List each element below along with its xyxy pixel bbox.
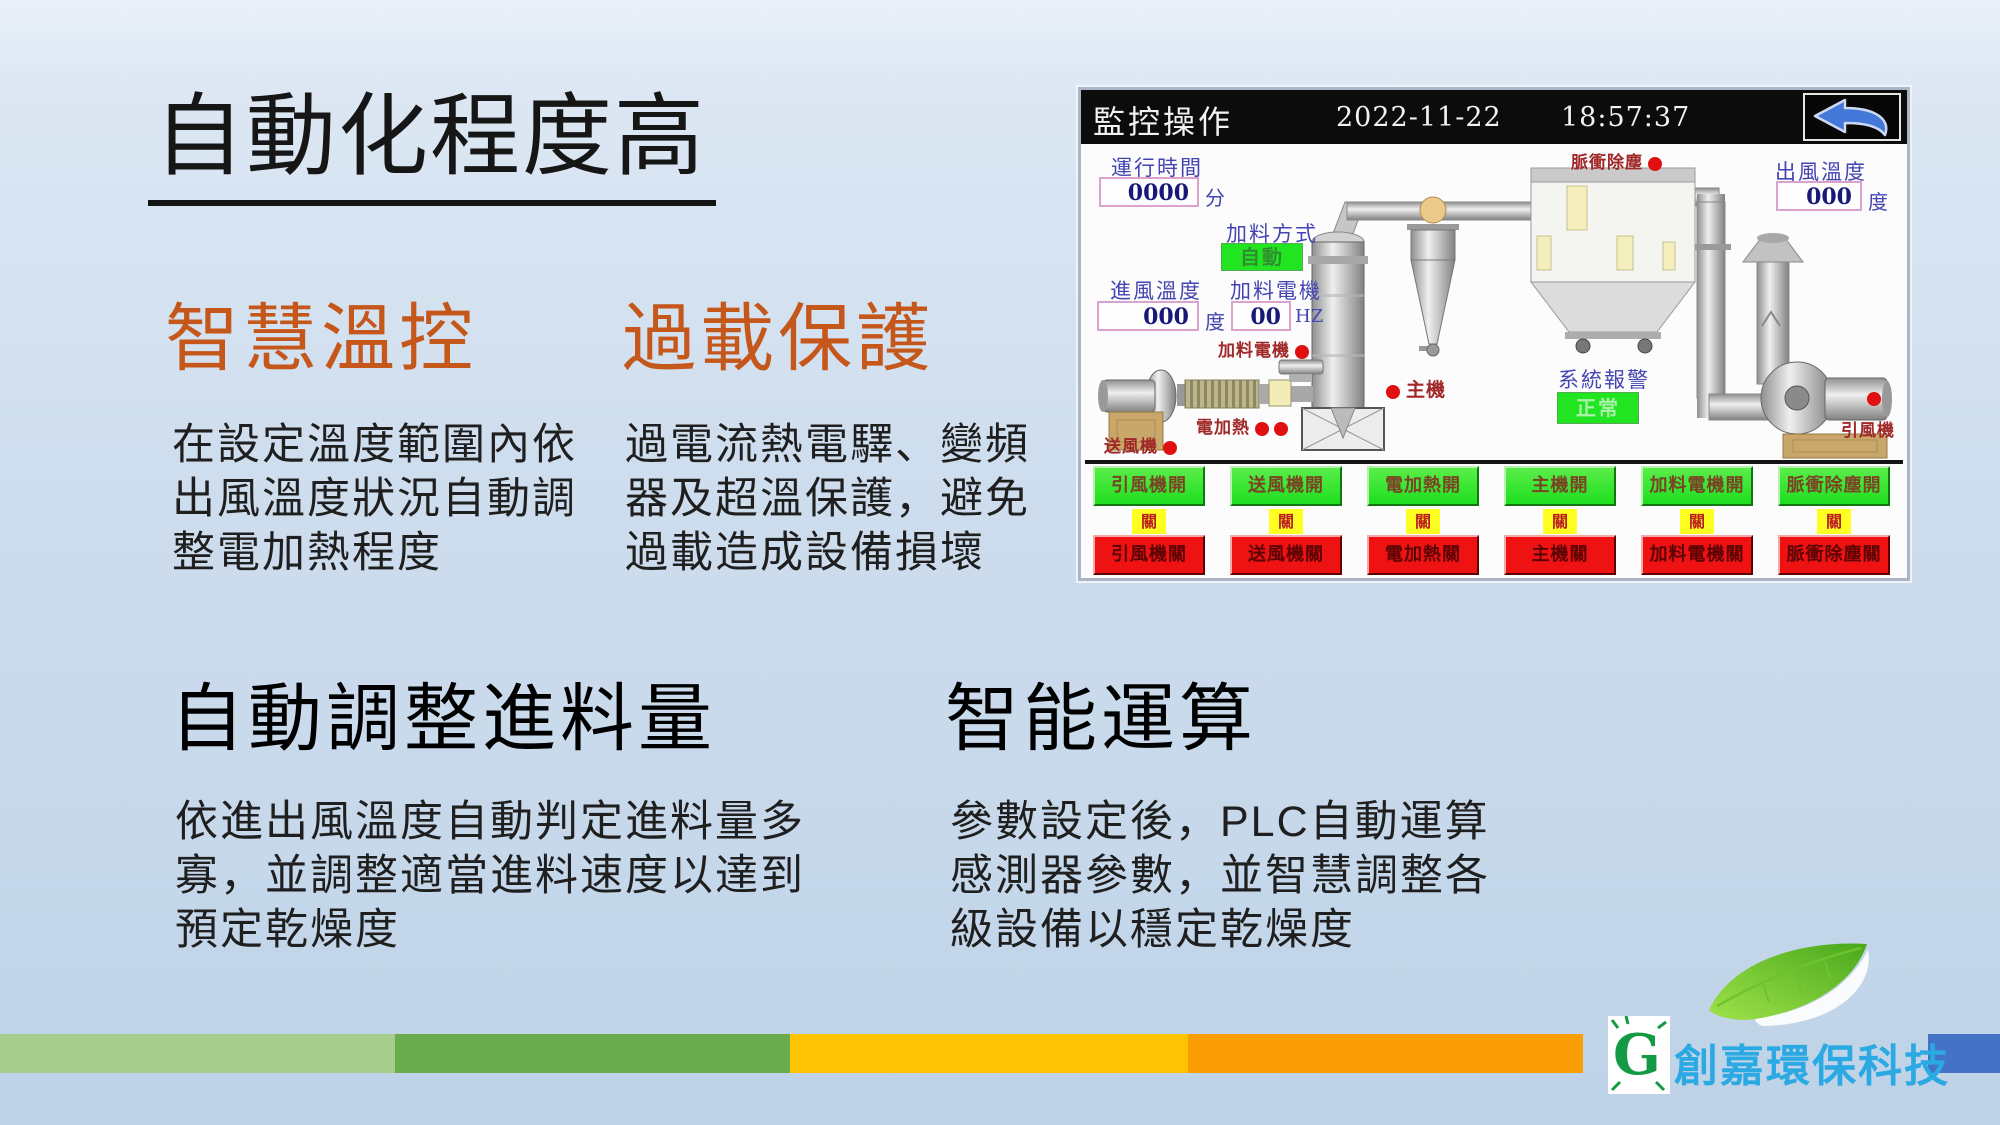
section-body-smart-compute: 參數設定後，PLC自動運算 感測器參數，並智慧調整各 級設備以穩定乾燥度 (950, 798, 1490, 954)
page-title: 自動化程度高 (148, 84, 716, 207)
feed-mode-status[interactable]: 自動 (1221, 243, 1303, 271)
inlet-temp-label: 進風溫度 (1110, 279, 1202, 303)
section-heading-feed-adjust: 自動調整進料量 (170, 677, 716, 760)
footer-stripe-blue (1928, 1034, 2000, 1073)
feed-motor-status-dot (1295, 344, 1309, 359)
feed-motor-hz-unit: HZ (1295, 306, 1324, 327)
feed-motor-on-button[interactable]: 加料電機開 (1641, 466, 1753, 506)
feed-motor-indicator-label: 加料電機 (1218, 341, 1290, 361)
heater-closed-badge[interactable]: 關 (1406, 509, 1440, 534)
main-machine-status-dot (1386, 384, 1400, 399)
system-alarm-label: 系統報警 (1558, 368, 1650, 392)
main-on-button[interactable]: 主機開 (1504, 466, 1616, 506)
heater-status-dot-1 (1255, 421, 1269, 436)
feed-motor-hz-field[interactable]: 00 (1231, 301, 1291, 331)
runtime-unit: 分 (1205, 186, 1225, 210)
hmi-panel: 監控操作 2022-11-22 18:57:37 (1078, 87, 1910, 581)
pulse-dust-closed-badge[interactable]: 關 (1817, 509, 1851, 534)
hmi-time: 18:57:37 (1561, 102, 1691, 133)
feed-motor-off-button[interactable]: 加料電機關 (1641, 535, 1753, 575)
section-body-overload: 過電流熱電驛、變頻 器及超溫保護，避免 過載造成設備損壞 (625, 421, 1030, 577)
heater-off-button[interactable]: 電加熱關 (1367, 535, 1479, 575)
inlet-temp-field[interactable]: 000 (1097, 301, 1199, 331)
supply-fan-status-dot (1163, 440, 1177, 455)
company-name: 創嘉環保科技 (1674, 1042, 1950, 1091)
hmi-mimic-area: 運行時間 0000 分 加料方式 自動 進風溫度 000 度 加料電機 00 H… (1081, 144, 1907, 460)
section-body-feed-adjust: 依進出風溫度自動判定進料量多 寡，並調整適當進料速度以達到 預定乾燥度 (175, 798, 805, 954)
heater-indicator: 電加熱 (1196, 413, 1288, 438)
footer-stripe-light-green (0, 1034, 395, 1073)
hmi-date: 2022-11-22 (1336, 102, 1502, 133)
system-alarm-status[interactable]: 正常 (1557, 392, 1639, 424)
main-closed-badge[interactable]: 關 (1543, 509, 1577, 534)
hmi-title: 監控操作 (1093, 103, 1234, 141)
heater-label: 電加熱 (1196, 418, 1250, 438)
svg-text:G: G (1613, 1022, 1661, 1088)
main-machine-label: 主機 (1406, 379, 1447, 401)
company-logo: G (1608, 1015, 1670, 1094)
section-heading-smart-temp: 智慧溫控 (165, 297, 477, 380)
hmi-divider (1085, 460, 1903, 464)
footer-stripe-green (395, 1034, 790, 1073)
pulse-dust-label: 脈衝除塵 (1571, 153, 1643, 173)
pulse-dust-on-button[interactable]: 脈衝除塵開 (1778, 466, 1890, 506)
pulse-dust-indicator: 脈衝除塵 (1571, 148, 1662, 173)
fan-induced-off-button[interactable]: 引風機關 (1093, 535, 1205, 575)
pulse-dust-status-dot (1648, 156, 1662, 171)
outlet-temp-field[interactable]: 000 (1776, 181, 1862, 211)
hmi-header-bar: 監控操作 2022-11-22 18:57:37 (1081, 90, 1907, 144)
runtime-label: 運行時間 (1111, 156, 1203, 180)
feed-motor-hz-label: 加料電機 (1230, 279, 1322, 303)
main-machine-indicator: 主機 (1386, 375, 1446, 402)
fan-supply-off-button[interactable]: 送風機關 (1230, 535, 1342, 575)
footer-stripe-gold (790, 1034, 1188, 1073)
fan-induced-on-button[interactable]: 引風機開 (1093, 466, 1205, 506)
pulse-dust-off-button[interactable]: 脈衝除塵關 (1778, 535, 1890, 575)
main-off-button[interactable]: 主機關 (1504, 535, 1616, 575)
heater-status-dot-2 (1274, 421, 1288, 436)
outlet-temp-unit: 度 (1868, 190, 1888, 214)
section-heading-overload: 過載保護 (622, 297, 934, 380)
fan-supply-on-button[interactable]: 送風機開 (1230, 466, 1342, 506)
induced-fan-label: 引風機 (1841, 421, 1895, 441)
back-arrow-icon (1805, 98, 1899, 143)
fan-induced-closed-badge[interactable]: 關 (1132, 509, 1166, 534)
outlet-temp-label: 出風溫度 (1775, 160, 1867, 184)
feed-motor-closed-badge[interactable]: 關 (1680, 509, 1714, 534)
heater-on-button[interactable]: 電加熱開 (1367, 466, 1479, 506)
runtime-field[interactable]: 0000 (1099, 177, 1199, 207)
dryer-diagram (1098, 167, 1892, 459)
section-heading-smart-compute: 智能運算 (945, 677, 1257, 760)
inlet-temp-unit: 度 (1205, 310, 1225, 334)
induced-fan-status-dot (1867, 392, 1881, 406)
back-button[interactable] (1803, 93, 1901, 141)
leaf-icon (1703, 936, 1873, 1036)
supply-fan-indicator: 送風機 (1104, 432, 1177, 457)
feed-mode-label: 加料方式 (1226, 222, 1318, 246)
fan-supply-closed-badge[interactable]: 關 (1269, 509, 1303, 534)
footer-stripe-orange (1188, 1034, 1583, 1073)
feed-motor-indicator: 加料電機 (1218, 336, 1309, 361)
supply-fan-label: 送風機 (1104, 437, 1158, 457)
section-body-smart-temp: 在設定溫度範圍內依 出風溫度狀況自動調 整電加熱程度 (172, 421, 577, 577)
